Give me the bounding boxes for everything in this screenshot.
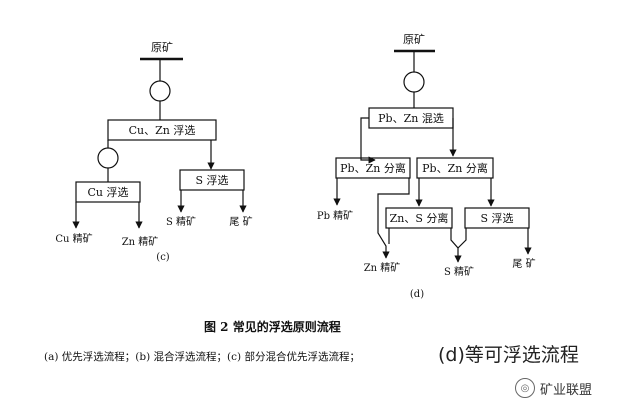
- d-s-float-label: S 浮选: [480, 212, 513, 225]
- watermark: ◎ 矿业联盟: [515, 378, 592, 398]
- d-sep-left-label: Pb、Zn 分离: [340, 161, 406, 175]
- c-s-float-box: [179, 169, 245, 191]
- diagram-d: 原矿 Pb、Zn 混选 Pb、Zn 分离 Pb、Zn 分离 Zn、S 分离 S …: [317, 33, 536, 300]
- figure-subcaption: (a) 优先浮选流程；(b) 混合浮选流程；(c) 部分混合优先浮选流程；: [44, 351, 360, 363]
- c-cu-float-box: [75, 181, 141, 203]
- d-panel-label: (d): [410, 289, 424, 300]
- c-cu-float-label: Cu 浮选: [88, 186, 129, 199]
- d-sep-right-label: Pb、Zn 分离: [422, 161, 488, 175]
- c-grinding-circle: [149, 80, 171, 102]
- d-zns-sep-label: Zn、S 分离: [390, 211, 449, 225]
- d-sep-right-box: [416, 157, 494, 179]
- figure-title: 图 2 常见的浮选原则流程: [204, 320, 341, 334]
- watermark-text: 矿业联盟: [540, 382, 593, 398]
- figure-extra-caption: (d)等可浮选流程: [438, 344, 579, 366]
- c-mix-float-box: [107, 119, 217, 141]
- c-cu-conc-label: Cu 精矿: [55, 232, 92, 245]
- d-ore-label: 原矿: [403, 33, 425, 46]
- d-zn-conc-label: Zn 精矿: [364, 261, 401, 274]
- wechat-logo-icon: ◎: [515, 378, 535, 398]
- c-zn-conc-label: Zn 精矿: [122, 235, 159, 248]
- d-grinding-circle: [403, 71, 425, 93]
- d-sep-left-box: [335, 157, 411, 179]
- d-zns-sep-box: [385, 207, 453, 229]
- d-mix-float-label: Pb、Zn 混选: [378, 112, 444, 125]
- d-tail-label: 尾 矿: [512, 257, 535, 270]
- c-tail-label: 尾 矿: [229, 215, 252, 228]
- c-s-conc-label: S 精矿: [166, 215, 196, 228]
- c-mix-float-label: Cu、Zn 浮选: [129, 124, 196, 137]
- c-ore-label: 原矿: [151, 41, 173, 54]
- c-regrind-circle: [97, 147, 119, 169]
- d-s-conc-label: S 精矿: [444, 265, 474, 278]
- diagram-c: 原矿 Cu、Zn 浮选 Cu 浮选 S 浮选 Cu 精矿 Zn 精矿 S 精矿 …: [55, 41, 252, 263]
- c-panel-label: (c): [156, 252, 170, 263]
- d-s-float-box: [464, 207, 530, 229]
- c-s-float-label: S 浮选: [195, 174, 228, 187]
- d-pb-conc-label: Pb 精矿: [317, 209, 353, 222]
